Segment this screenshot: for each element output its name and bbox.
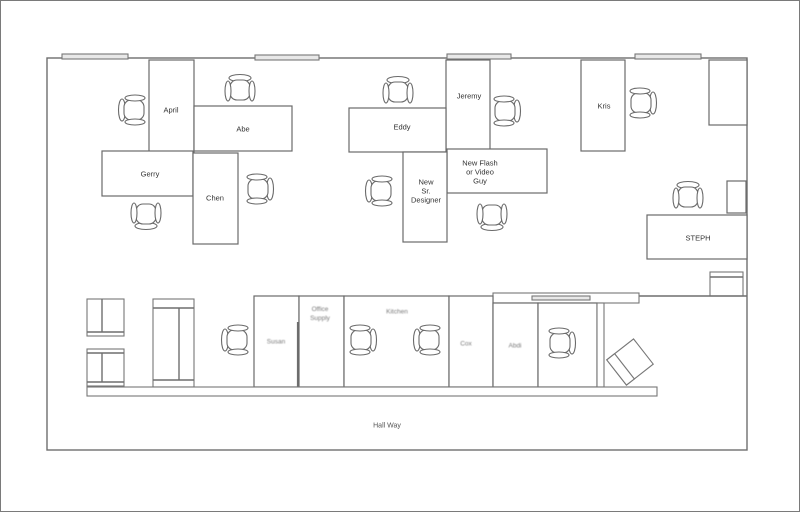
desk-new-sr-designer [402, 151, 448, 243]
desk-label-new-flash-video-guy: New Flash or Video Guy [462, 158, 498, 186]
desk-label-new-sr-designer: New Sr. Designer [410, 177, 442, 205]
room-label-3: Kitchen [386, 308, 408, 316]
room-label-2: Office Supply [310, 306, 330, 322]
chair [476, 203, 508, 232]
chair [349, 324, 378, 356]
chair [382, 75, 414, 104]
desk-label-abe: Abe [236, 124, 250, 134]
desk-gerry [101, 150, 194, 197]
partition [596, 302, 605, 388]
chair [548, 327, 577, 359]
chair [117, 94, 146, 126]
desk-label-jeremy: Jeremy [456, 91, 482, 101]
bookshelf [86, 298, 125, 337]
chair [130, 202, 162, 231]
desk-kris [580, 59, 626, 152]
chair [412, 324, 441, 356]
desk-steph [646, 214, 748, 260]
bookshelf [86, 348, 125, 387]
desk-label-kris: Kris [597, 101, 611, 111]
desk-new-flash-video-guy [446, 148, 548, 194]
armchair [605, 338, 655, 386]
counter-inset [531, 295, 591, 301]
chair [672, 180, 704, 209]
desk-label-gerry: Gerry [140, 169, 160, 179]
chair [493, 95, 522, 127]
desk-label-april: April [163, 105, 179, 115]
desk-label-chen: Chen [206, 193, 224, 203]
desk-eddy [348, 107, 447, 153]
desk-april [148, 59, 195, 153]
chair [224, 73, 256, 102]
desk-label-steph: STEPH [685, 233, 711, 243]
window [254, 54, 320, 61]
room-1 [253, 295, 300, 388]
desk-chen [192, 152, 239, 245]
wardrobe [152, 298, 195, 388]
desk-jeremy [445, 59, 491, 151]
window [61, 53, 129, 60]
window [634, 53, 702, 60]
chair [364, 175, 393, 207]
room-label-5: Abdi [508, 342, 522, 350]
cabinet [708, 59, 748, 126]
cabinet-small [726, 180, 747, 214]
desk-abe [193, 105, 293, 152]
chair [220, 324, 249, 356]
room-label-1: Susan [266, 338, 286, 346]
room-2 [298, 295, 345, 388]
chair [246, 173, 275, 205]
hallway-wall [86, 386, 658, 397]
chair [629, 87, 658, 119]
desk-label-eddy: Eddy [393, 122, 411, 132]
room-label-4: Cox [460, 340, 472, 348]
hallway-label: Hall Way [373, 422, 401, 430]
window [446, 53, 512, 60]
printer [709, 271, 744, 297]
